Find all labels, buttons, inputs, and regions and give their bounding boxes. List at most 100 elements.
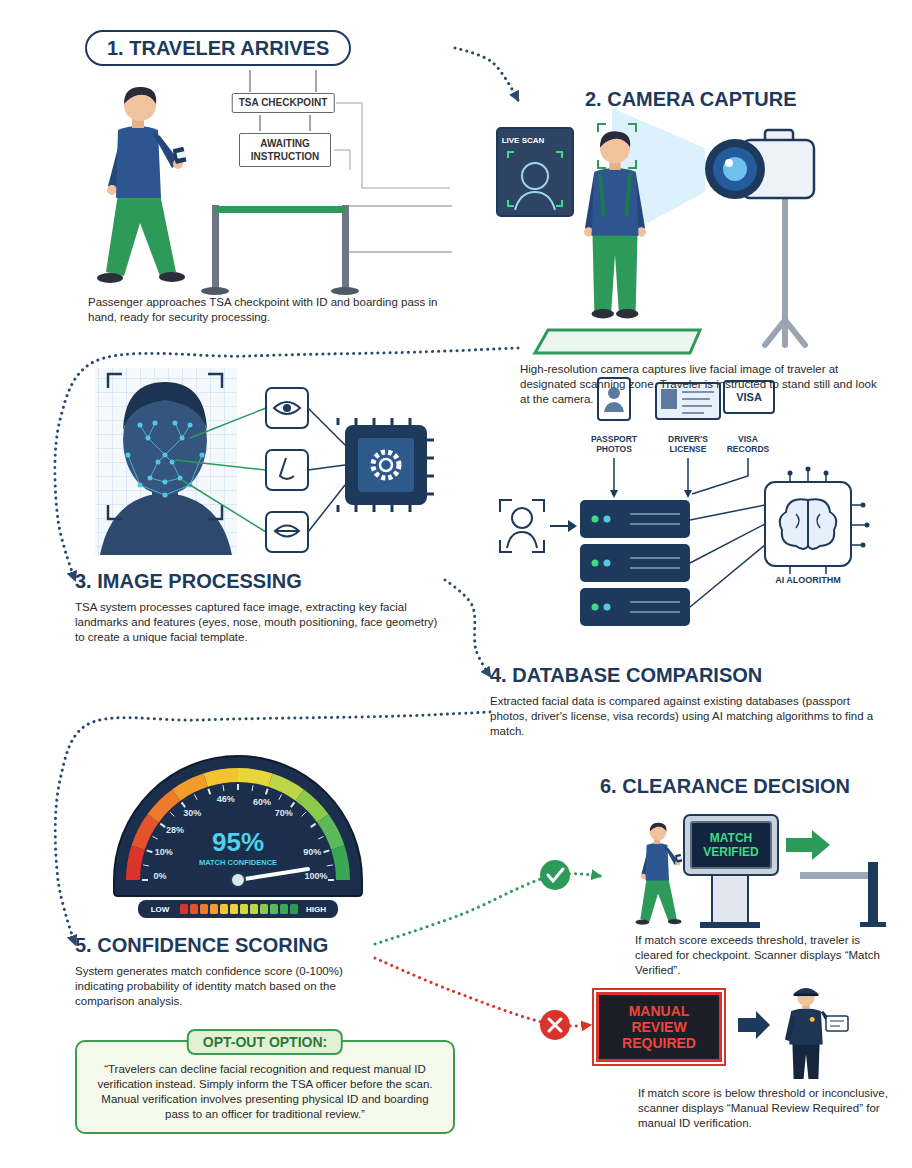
- face-processing-illustration: [358, 438, 414, 492]
- face-processing-illustration: [156, 460, 161, 465]
- face-processing-illustration: [175, 408, 266, 532]
- gauge-scale: [126, 768, 350, 880]
- gauge-scale: [203, 768, 238, 787]
- clearance-illustration: [786, 830, 830, 860]
- opt-out-title: OPT-OUT OPTION:: [187, 1029, 343, 1055]
- clearance-illustration: [800, 872, 870, 879]
- step-panel: 1. TRAVELER ARRIVESPassenger approaches …: [85, 30, 455, 328]
- scanner-screen: MANUAL REVIEW REQUIRED: [596, 992, 722, 1062]
- gauge-scale: [147, 789, 180, 822]
- database-illustration: [592, 516, 599, 611]
- face-processing-illustration: [123, 382, 207, 430]
- database-illustration: [512, 508, 532, 528]
- flow-arrow: [445, 580, 490, 676]
- checkpoint-illustration: [97, 87, 187, 283]
- face-processing-illustration: [178, 476, 183, 481]
- gauge-scale: [268, 773, 304, 800]
- camera-illustration: [725, 159, 733, 167]
- gauge-bar: [200, 904, 208, 914]
- scanner-screen: MATCH VERIFIED: [690, 821, 772, 869]
- face-processing-illustration: [180, 436, 185, 441]
- step-panel: 6. CLEARANCE DECISIONIf match score exce…: [600, 773, 890, 981]
- flow-arrow: [55, 348, 518, 580]
- face-processing-illustration: [126, 453, 131, 458]
- gauge-bar: [270, 904, 278, 914]
- camera-illustration: [522, 163, 548, 189]
- clearance-illustration: [636, 823, 683, 925]
- illustration-label: AWAITING INSTRUCTION: [239, 133, 331, 167]
- gauge-scale: [172, 773, 208, 800]
- checkpoint-illustration: [334, 103, 450, 188]
- gauge-tick-label: 46%: [217, 794, 235, 804]
- gauge-scale: [311, 824, 316, 828]
- face-processing-illustration: [163, 493, 168, 498]
- illustration-label: 95%: [212, 827, 264, 858]
- illustration-label: TSA CHECKPOINT: [232, 93, 335, 113]
- database-illustration: [614, 458, 748, 494]
- face-processing-illustration: [170, 460, 175, 465]
- gauge-scale: [222, 785, 224, 791]
- clearance-illustration: [700, 922, 760, 928]
- camera-illustration: [713, 147, 757, 191]
- database-illustration: [861, 503, 866, 508]
- face-processing-illustration: [274, 402, 300, 414]
- face-processing-illustration: [163, 480, 168, 485]
- database-illustration: [806, 467, 811, 472]
- face-processing-illustration: [95, 368, 434, 555]
- gauge-tick-label: 90%: [303, 847, 321, 857]
- step-heading: 2. CAMERA CAPTURE: [585, 86, 797, 112]
- face-processing-illustration: [283, 404, 291, 412]
- gauge-scale: [160, 824, 165, 828]
- gauge-scale: [170, 812, 174, 816]
- step-panel: 4. DATABASE COMPARISONExtracted facial d…: [490, 662, 890, 742]
- face-processing-illustration: [373, 452, 399, 478]
- gauge-scale: [126, 845, 145, 880]
- face-processing-illustration: [275, 526, 299, 537]
- database-illustration: [592, 560, 599, 567]
- clearance-illustration: [540, 815, 886, 1079]
- database-illustration: [865, 523, 870, 528]
- illustration-label: MATCH CONFIDENCE: [199, 858, 277, 867]
- step-description: High-resolution camera captures live fac…: [520, 362, 888, 407]
- clearance-illustration: [548, 869, 563, 881]
- gauge-bar: [290, 904, 298, 914]
- clearance-illustration: [826, 1016, 848, 1031]
- checkpoint-illustration: [97, 70, 452, 295]
- face-processing-illustration: [266, 388, 308, 428]
- database-illustration: [604, 516, 611, 523]
- step-description: TSA system processes captured face image…: [75, 600, 440, 645]
- gauge-bar: [240, 904, 248, 914]
- face-processing-illustration: [338, 418, 434, 512]
- step-panel: 5. CONFIDENCE SCORINGSystem generates ma…: [75, 932, 375, 1012]
- gauge-scale: [208, 789, 210, 795]
- face-processing-illustration: [380, 459, 392, 471]
- checkpoint-illustration: [215, 206, 345, 213]
- illustration-label: HIGH: [306, 905, 326, 914]
- gauge-bar: [210, 904, 218, 914]
- screen-text: MATCH VERIFIED: [695, 831, 767, 859]
- gauge-bar: [190, 904, 198, 914]
- gauge-scale: [131, 814, 158, 850]
- clearance-illustration: [868, 862, 878, 924]
- confidence-gauge: [114, 756, 362, 918]
- camera-illustration: [598, 124, 636, 168]
- illustration-label: DRIVER'S LICENSE: [657, 434, 719, 454]
- confidence-gauge: [231, 873, 245, 887]
- database-illustration: [604, 604, 611, 611]
- database-illustration: [580, 588, 690, 626]
- database-illustration: [592, 516, 599, 523]
- camera-illustration: [723, 157, 747, 181]
- database-illustration: [500, 378, 870, 626]
- face-processing-illustration: [138, 423, 143, 428]
- confidence-gauge: [114, 756, 362, 896]
- clearance-illustration: [738, 1011, 770, 1039]
- gauge-scale: [238, 768, 273, 787]
- checkpoint-illustration: [345, 206, 452, 252]
- checkpoint-illustration: [201, 287, 229, 295]
- gauge-tick-label: 70%: [275, 808, 293, 818]
- database-illustration: [550, 525, 568, 527]
- checkpoint-illustration: [331, 287, 359, 295]
- gauge-scale: [194, 794, 197, 799]
- confidence-gauge: [238, 869, 308, 880]
- gauge-bar: [230, 904, 238, 914]
